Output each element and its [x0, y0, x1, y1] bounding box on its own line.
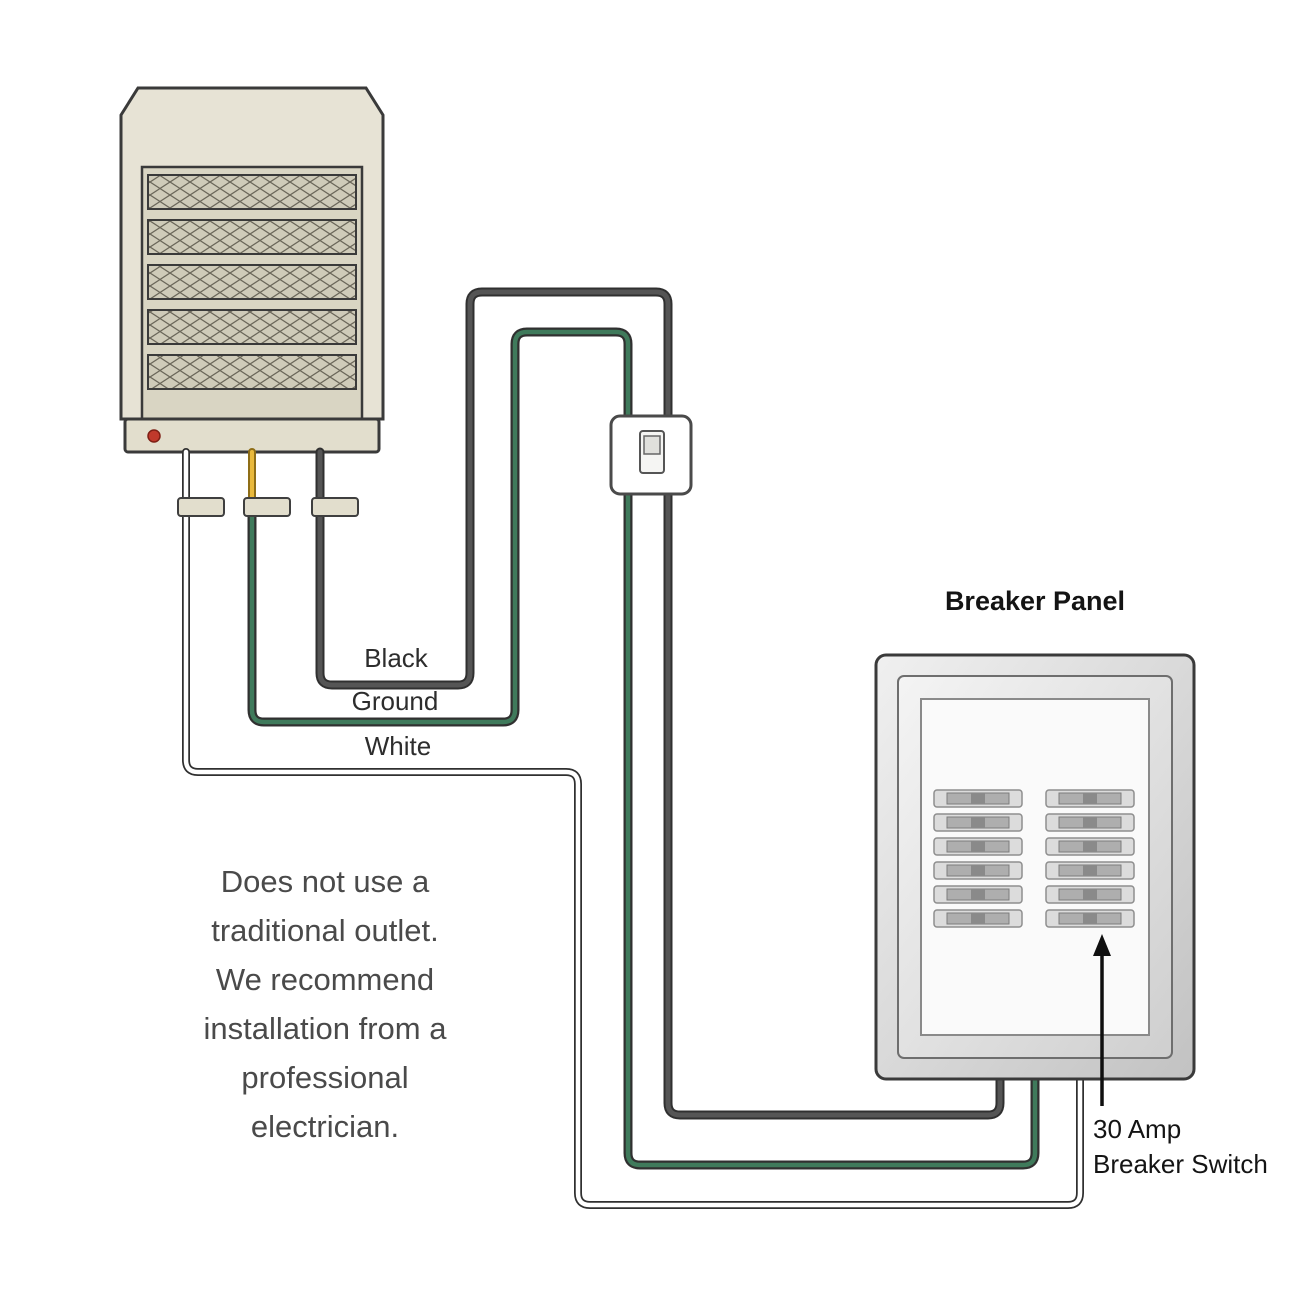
breaker-switch: [1045, 861, 1135, 880]
breaker-switch: [1045, 885, 1135, 904]
breaker-switch: [933, 909, 1023, 928]
breaker-panel: [874, 653, 1196, 1081]
breaker-switch: [1045, 789, 1135, 808]
inline-switch: [609, 414, 693, 496]
breaker-switch: [933, 861, 1023, 880]
ground-wire: [247, 327, 1040, 1170]
breaker-switch: [933, 837, 1023, 856]
breaker-switch: [933, 885, 1023, 904]
note-line: We recommend: [215, 962, 435, 997]
breaker-grid: [933, 789, 1135, 928]
breaker-switch: [1045, 813, 1135, 832]
heater-base: [123, 417, 381, 454]
breaker-switch: [933, 789, 1023, 808]
breaker-switch: [1045, 837, 1135, 856]
indicator-light: [147, 429, 161, 443]
note-line: Does not use a: [220, 864, 430, 899]
black-wire-label: Black: [364, 643, 428, 673]
breaker-switch: [933, 813, 1023, 832]
breaker-switch-label: 30 Amp Breaker Switch: [1093, 1112, 1300, 1182]
heater-unit: [119, 86, 385, 454]
note-line: electrician.: [250, 1109, 400, 1144]
installation-note: Does not use a traditional outlet. We re…: [130, 857, 520, 1151]
black-wire: [315, 287, 1005, 1120]
heater-grille-mesh: [147, 174, 357, 390]
white-wire-label: White: [364, 731, 432, 761]
wire-connector: [243, 497, 291, 517]
breaker-switch-label-line: Breaker Switch: [1093, 1149, 1268, 1179]
ground-wire-label: Ground: [351, 686, 439, 716]
note-line: installation from a: [203, 1011, 447, 1046]
note-line: professional: [241, 1060, 409, 1095]
breaker-switch-label-line: 30 Amp: [1093, 1114, 1182, 1144]
note-line: traditional outlet.: [211, 913, 439, 948]
wire-connector: [177, 497, 225, 517]
breaker-switch: [1045, 909, 1135, 928]
wire-connectors: [177, 497, 359, 517]
wire-connector: [311, 497, 359, 517]
white-wire: [182, 448, 1084, 1209]
breaker-panel-title: Breaker Panel: [944, 586, 1126, 616]
breaker-arrow: [1093, 934, 1111, 1106]
